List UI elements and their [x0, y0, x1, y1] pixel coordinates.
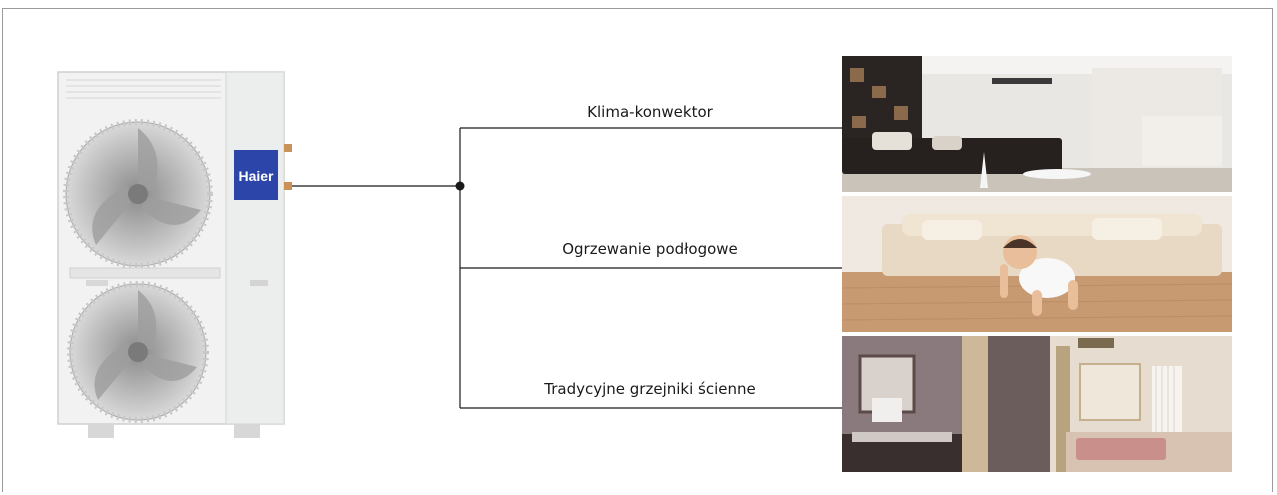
photo-fan-coil-room: [842, 56, 1232, 192]
label-fan-coil: Klima-konwektor: [587, 103, 713, 121]
label-underfloor-heating: Ogrzewanie podłogowe: [562, 240, 738, 258]
label-wall-radiators: Tradycyjne grzejniki ścienne: [544, 380, 756, 398]
heat-pump-outdoor-unit: Haier: [56, 70, 301, 455]
photo-underfloor-heating: [842, 196, 1232, 332]
brand-label: Haier: [238, 168, 274, 184]
photo-wall-radiators: [842, 336, 1232, 472]
diagram-frame: [2, 8, 1273, 492]
radiator-shape: [1152, 366, 1182, 436]
